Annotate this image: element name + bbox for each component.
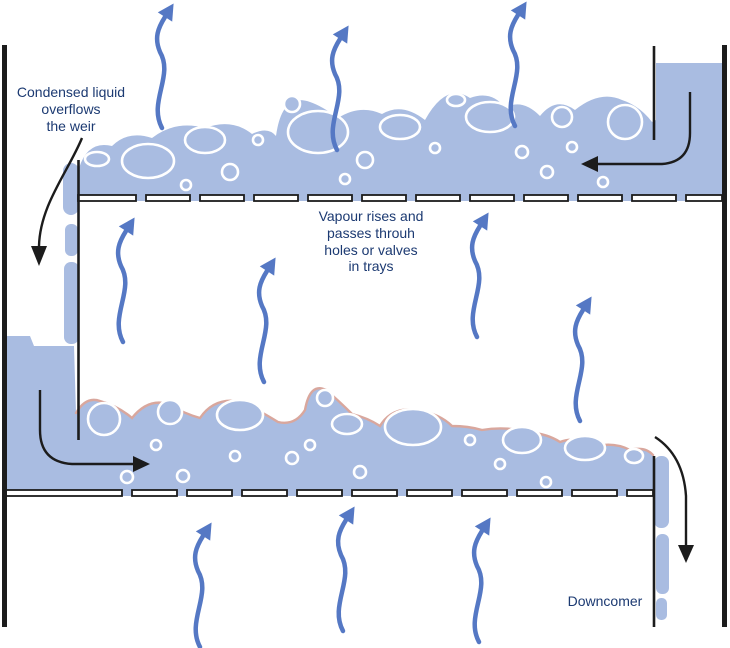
tray-slat [145,194,191,202]
lower-froth-bubbles [86,388,645,489]
upper-tray-plate [77,194,723,202]
dribble [656,598,667,620]
bubble [428,141,442,155]
bubble [550,105,574,129]
bubble [445,92,467,108]
bubble [330,412,364,436]
bubble [623,447,645,465]
tray-slat [685,194,723,202]
dribble [654,456,669,528]
tray-slat [307,194,353,202]
tray-slat [406,489,453,497]
tray-slat [361,194,407,202]
tray-slat [631,194,677,202]
bubble [514,144,530,160]
bubble [383,407,443,447]
bubble [183,125,227,155]
lower-froth-body [7,336,653,496]
liquid-flow-arrows [31,92,694,563]
bubble [563,434,607,462]
tray-slat [2,489,123,497]
vapour-arrow-icon [575,297,592,422]
lower-tray-plate [2,489,654,497]
bubble [378,113,422,141]
bubble [86,401,122,437]
bubble [215,398,265,432]
lower-tray-froth [7,336,669,620]
weir-overflow-dribbles [63,163,79,344]
lower-downcomer-entry-arrow-icon [38,390,150,472]
vapour-arrow-icon [338,507,355,632]
bubble [596,175,610,189]
tray-slat [626,489,654,497]
bubble [303,438,317,452]
right-wall [722,45,727,627]
bubble [565,140,579,154]
vapour-arrow-icon [157,4,174,129]
column-walls [2,45,727,627]
bubble [355,150,375,170]
label-vapour-rises: Vapour rises and passes throuh holes or … [318,208,424,275]
bubble [606,103,644,141]
tray-slat [577,194,623,202]
tray-slat [516,489,563,497]
bubble [220,162,240,182]
dribble [65,224,78,256]
tray-slat [186,489,233,497]
tray-slat [77,194,137,202]
bubble [282,94,302,114]
left-wall [2,45,7,627]
weir-overflow-arrow-icon [31,137,84,266]
tray-slat [241,489,288,497]
bubble [228,449,242,463]
lower-downcomer-exit-arrow-icon [654,435,694,563]
tray-slat [571,489,618,497]
bubble [120,142,176,180]
bubble [156,398,184,426]
weir-plates [77,46,656,627]
vapour-arrow-icon [474,518,491,643]
bubble [179,178,193,192]
upper-downcomer-flow-arrow-icon [581,92,692,172]
label-downcomer: Downcomer [567,593,643,609]
vapour-arrow-icon [472,213,489,338]
tray-slat [523,194,569,202]
dribble [656,534,669,594]
tray-slat [131,489,178,497]
bubble [338,172,352,186]
bubble [315,388,335,408]
vapour-arrow-icon [118,218,135,343]
bubble [83,150,111,168]
bubble [119,469,135,485]
bubble [149,438,163,452]
tray-slat [199,194,245,202]
tray-slat [415,194,461,202]
vapour-arrows [118,2,592,648]
vapour-arrow-icon [195,523,212,648]
bubble [539,475,553,489]
bubble [464,100,516,134]
bubble [463,433,477,447]
bubble [352,464,368,480]
bubble [539,164,555,180]
vapour-arrow-icon [259,258,276,383]
tray-slat [253,194,299,202]
dribble [64,262,79,344]
bubble [501,425,543,455]
bubble [284,450,300,466]
tray-slat [351,489,398,497]
tray-slat [461,489,508,497]
bubble [286,109,350,155]
upper-tray-froth [63,63,722,344]
dribble [63,163,79,215]
bubble [175,468,191,484]
tray-slat [469,194,515,202]
downcomer-dribbles [654,456,669,620]
bubble [251,133,265,147]
bubble [493,457,507,471]
tray-slat [296,489,343,497]
label-condensed-liquid: Condensed liquid overflows the weir [16,84,126,134]
